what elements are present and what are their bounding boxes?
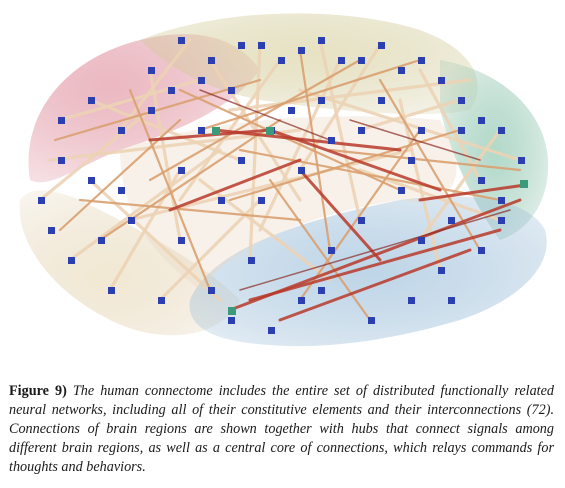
- figure-caption: Figure 9) The human connectome includes …: [9, 382, 554, 477]
- figure-label: Figure 9): [9, 383, 67, 399]
- brain-regions: [19, 13, 549, 347]
- brain-region-prefrontal: [19, 190, 240, 336]
- connection-nodes: [38, 37, 525, 334]
- brain-region-temporal: [189, 196, 547, 347]
- figure-caption-text: The human connectome includes the entire…: [9, 383, 554, 475]
- connectome-figure: [19, 13, 549, 347]
- hub-nodes: [212, 127, 528, 315]
- connection-edges: [38, 38, 527, 322]
- brain-region-occipital: [440, 60, 549, 240]
